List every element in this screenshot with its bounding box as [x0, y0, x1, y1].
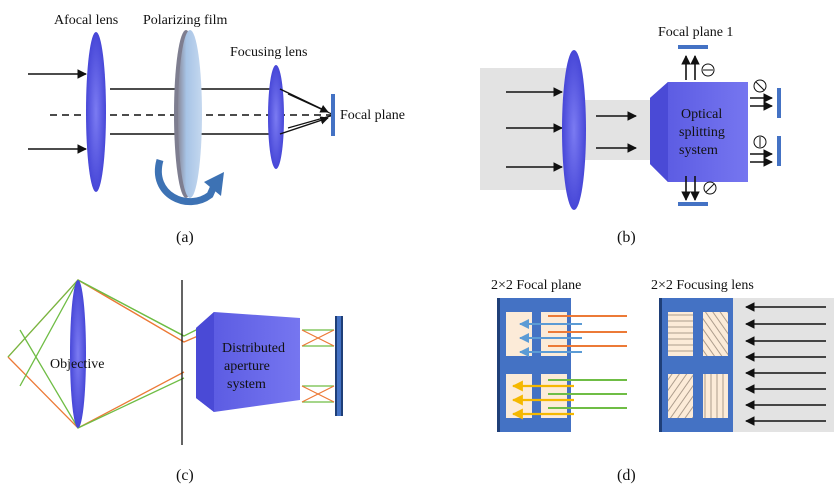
orange-ray [301, 385, 335, 403]
detector-face [337, 316, 341, 416]
splitting-prism-icon [650, 82, 748, 182]
caption-c: (c) [176, 467, 194, 484]
green-ray [7, 279, 79, 358]
afocal-lens-icon [86, 32, 106, 192]
objective-label: Objective [50, 357, 104, 372]
focal-cell [541, 374, 567, 418]
rotation-arrow-icon [154, 159, 218, 206]
polarizer-135-axis [705, 183, 715, 193]
lens-cell-diagonal [703, 312, 728, 356]
orange-ray [7, 279, 185, 358]
green-ray [77, 279, 213, 337]
afocal-lens-label: Afocal lens [54, 13, 118, 28]
focal-plane-2-sensor [777, 88, 781, 118]
incoming-rays [745, 302, 826, 426]
lens-cell-vertical [703, 374, 728, 418]
prism-side [650, 82, 668, 182]
polarizer-0-icon [701, 63, 715, 77]
lens-cell-horizontal [668, 312, 693, 356]
focusing-lens-2x2-label: 2×2 Focusing lens [651, 278, 754, 293]
polarizing-film-label: Polarizing film [143, 13, 227, 28]
panel-c: Objective Distributed aperture system (c… [7, 279, 343, 484]
panel-b: Optical splitting system Focal plane 1 (… [480, 25, 781, 246]
caption-b: (b) [617, 229, 636, 246]
system-label: system [227, 377, 266, 392]
focal-plane-label: Focal plane [340, 108, 405, 123]
panel-a: Afocal lens Polarizing film Focusing len… [28, 13, 405, 246]
caption-d: (d) [617, 467, 636, 484]
orange-ray [301, 329, 335, 347]
aperture-label: aperture [224, 359, 270, 374]
rotation-arrow-head [204, 172, 224, 196]
focal-cell [506, 374, 532, 418]
array-edge [659, 298, 662, 432]
polarizer-135-icon [703, 181, 717, 195]
polarizing-film-icon [178, 30, 202, 198]
aperture-prism-icon [196, 312, 300, 412]
prism-side [196, 312, 214, 412]
distributed-label: Distributed [222, 341, 285, 356]
beam-background [580, 100, 652, 160]
system-label: system [679, 143, 718, 158]
lens-cell-antidiagonal [668, 374, 693, 418]
array-edge [497, 298, 500, 432]
focal-plane-2x2-label: 2×2 Focal plane [491, 278, 581, 293]
focal-plane-4-sensor [777, 136, 781, 166]
focal-plane-3-sensor [678, 202, 708, 206]
focal-cell [541, 312, 567, 356]
panel-d: 2×2 Focal plane 2×2 Focusing lens [491, 278, 834, 484]
ray [287, 93, 335, 116]
polarizer-45-icon [753, 79, 767, 93]
ray [287, 114, 335, 129]
polarizer-45-axis [755, 81, 765, 91]
focal-cell [506, 312, 532, 356]
optical-label: Optical [681, 107, 722, 122]
objective-lens-icon [70, 280, 86, 428]
focal-plane-1-sensor [678, 45, 708, 49]
focusing-lens-label: Focusing lens [230, 45, 307, 60]
green-ray [19, 329, 185, 429]
focal-plane-1-label: Focal plane 1 [658, 25, 733, 40]
focal-plane-icon [331, 94, 335, 136]
beam-background [480, 68, 575, 190]
caption-a: (a) [176, 229, 194, 246]
focusing-lens-icon [268, 65, 284, 169]
beam-background [732, 298, 834, 432]
objective-lens-icon [562, 50, 586, 210]
ray [279, 116, 329, 135]
polarizer-90-icon [753, 135, 767, 149]
splitting-label: splitting [679, 125, 725, 140]
